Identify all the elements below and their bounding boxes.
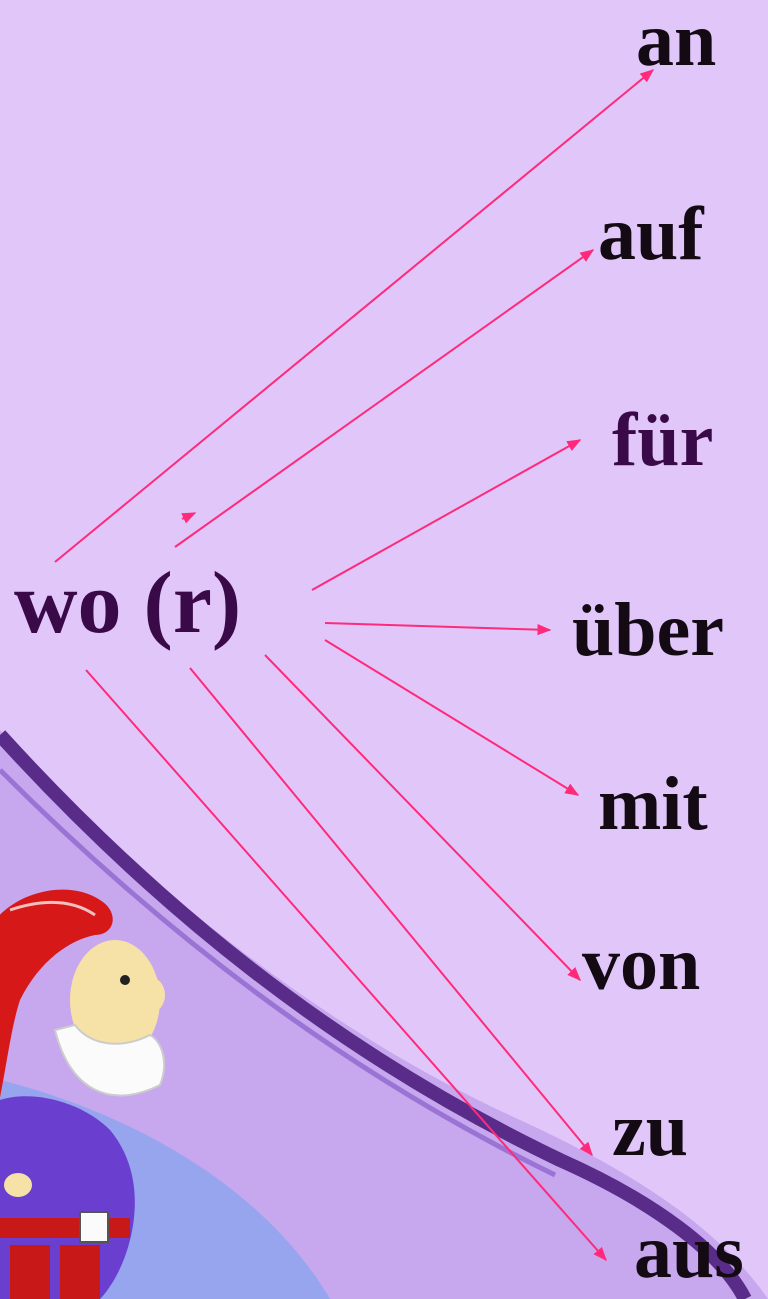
preposition-aus: aus: [634, 1210, 744, 1294]
arrow-to-über: [324, 622, 552, 636]
preposition-an: an: [636, 0, 717, 82]
arrow-to-zu: [189, 667, 593, 1157]
stray-arrow: [181, 512, 197, 524]
gnome-illustration: [0, 889, 166, 1299]
arrow-group: [54, 69, 655, 1262]
arrow-to-für: [311, 439, 582, 591]
preposition-zu: zu: [612, 1088, 688, 1172]
source-word: wo (r): [14, 555, 242, 652]
arrow-to-an: [54, 69, 655, 563]
preposition-für: für: [612, 398, 714, 482]
preposition-mit: mit: [598, 762, 708, 846]
arrow-to-auf: [174, 249, 595, 548]
preposition-von: von: [582, 922, 701, 1006]
arrow-to-mit: [324, 639, 580, 796]
arrow-to-von: [264, 654, 581, 982]
preposition-auf: auf: [598, 192, 704, 276]
preposition-über: über: [572, 588, 724, 672]
arrow-to-aus: [85, 669, 607, 1262]
